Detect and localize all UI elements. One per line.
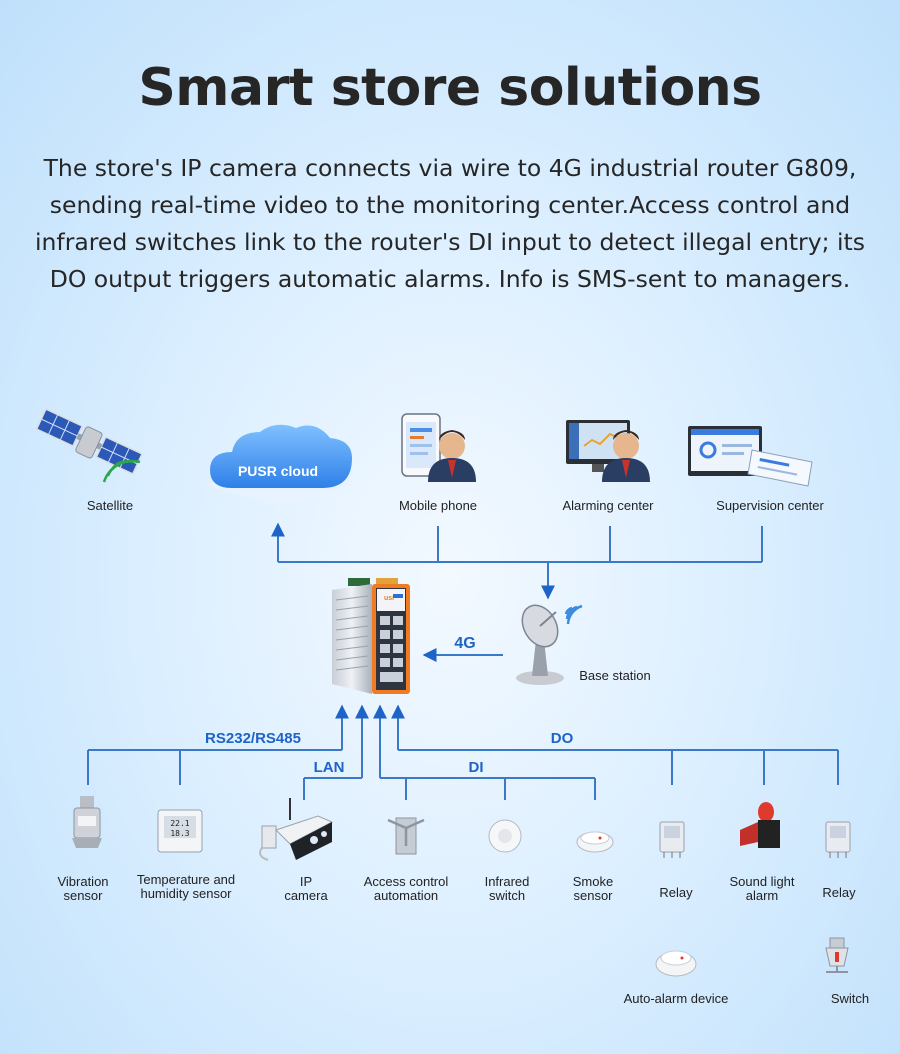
- cloud-icon: PUSR cloud: [206, 424, 352, 506]
- router-logo: usr: [384, 595, 395, 602]
- mobile-phone-icon: [401, 413, 476, 482]
- thermo-reading-2: 18.3: [170, 829, 189, 838]
- description: The store's IP camera connects via wire …: [35, 154, 865, 293]
- link-do-label: DO: [551, 730, 574, 747]
- auto-alarm-device-icon: [655, 950, 697, 977]
- base-station-icon: [516, 604, 583, 685]
- infrared-switch-icon: [488, 819, 522, 853]
- router-icon: usr: [332, 578, 410, 694]
- thermo-hygrometer-icon: 22.1 18.3: [157, 809, 203, 853]
- top-bus: [271, 522, 763, 662]
- ip-camera-icon: [259, 798, 334, 861]
- label-relay-1: Relay: [659, 885, 693, 900]
- link-4g-label: 4G: [454, 635, 475, 652]
- turnstile-icon: [387, 817, 425, 855]
- bottom-bus: [87, 704, 839, 800]
- vibration-sensor-icon: [72, 796, 102, 848]
- label-supervision-center: Supervision center: [716, 498, 824, 513]
- relay-icon-1: [659, 821, 685, 858]
- page-title: Smart store solutions: [138, 58, 762, 118]
- supervision-center-icon: [688, 426, 813, 487]
- smoke-sensor-icon: [576, 831, 614, 853]
- satellite-icon: [35, 408, 144, 483]
- sound-light-alarm-icon: [740, 802, 780, 848]
- relay-icon-2: [825, 821, 851, 858]
- thermo-reading-1: 22.1: [170, 819, 189, 828]
- cloud-label: PUSR cloud: [238, 463, 318, 479]
- link-di-label: DI: [469, 759, 484, 776]
- link-rs-label: RS232/RS485: [205, 730, 301, 747]
- label-mobile-phone: Mobile phone: [398, 498, 478, 513]
- label-switch: Switch: [830, 991, 870, 1006]
- label-relay-2: Relay: [822, 885, 856, 900]
- sprinkler-switch-icon: [825, 937, 849, 973]
- link-lan-label: LAN: [314, 759, 345, 776]
- alarming-center-icon: [566, 420, 650, 482]
- label-base-station: Base station: [579, 668, 651, 683]
- label-auto-alarm-device: Auto-alarm device: [623, 991, 729, 1006]
- label-satellite: Satellite: [86, 498, 134, 513]
- label-alarming-center: Alarming center: [562, 498, 654, 513]
